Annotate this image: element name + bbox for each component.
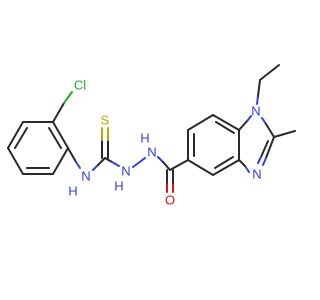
- c-n-bond: [75, 161, 81, 169]
- c-cl-bond: [63, 91, 73, 104]
- bond: [265, 136, 275, 159]
- methyl-bond: [273, 130, 296, 138]
- nitrogen-atom-label: N: [252, 167, 261, 182]
- ethyl-bond: [259, 64, 280, 81]
- bond: [261, 117, 267, 125]
- nitrogen-atom-label: N: [121, 164, 130, 179]
- bond: [212, 159, 240, 176]
- sulfur-atom-label: S: [101, 113, 110, 128]
- bond: [247, 115, 252, 121]
- c-cl-bond: [52, 102, 65, 123]
- hydrogen-atom-label: H: [68, 184, 77, 199]
- double-bond: [14, 127, 28, 149]
- n-c-bond: [92, 164, 99, 171]
- n-c-bond: [157, 156, 164, 163]
- bond: [212, 114, 240, 131]
- double-bond: [214, 156, 234, 169]
- imidazole-ring: [238, 115, 275, 173]
- double-bond: [48, 127, 62, 149]
- bond: [52, 121, 69, 149]
- chlorophenyl-ring: [7, 121, 69, 175]
- c-n-bond: [111, 161, 120, 167]
- c-n-bond: [104, 157, 113, 163]
- n-c-bond: [97, 157, 106, 166]
- double-bond: [215, 121, 235, 134]
- n-n-bond: [132, 157, 146, 168]
- bond: [187, 114, 214, 131]
- ethyl-bond: [256, 95, 259, 105]
- bond: [265, 123, 275, 138]
- nitrogen-atom-label: N: [251, 104, 260, 119]
- double-bond: [257, 156, 262, 164]
- bond: [244, 165, 250, 173]
- benzimidazole-benzene-ring: [187, 114, 240, 176]
- chemical-structure: Cl S N H N H N H N N O: [7, 64, 296, 208]
- bond: [262, 157, 267, 166]
- bond: [7, 121, 24, 149]
- c-n-bond: [67, 147, 77, 163]
- hydrogen-atom-label: H: [114, 179, 123, 194]
- nitrogen-atom-label: N: [81, 169, 90, 184]
- bond: [187, 159, 214, 176]
- bond: [52, 147, 69, 175]
- chlorine-atom-label: Cl: [74, 78, 86, 93]
- oxygen-atom-label: O: [165, 193, 175, 208]
- nitrogen-atom-label: N: [147, 145, 156, 160]
- bond: [7, 147, 24, 175]
- hydrogen-atom-label: H: [140, 131, 149, 146]
- c-c-bond: [169, 159, 189, 171]
- bond: [238, 119, 249, 131]
- n-c-bond: [162, 161, 171, 171]
- bond: [238, 159, 246, 167]
- ethyl-bond: [257, 79, 261, 97]
- double-bond: [260, 140, 269, 158]
